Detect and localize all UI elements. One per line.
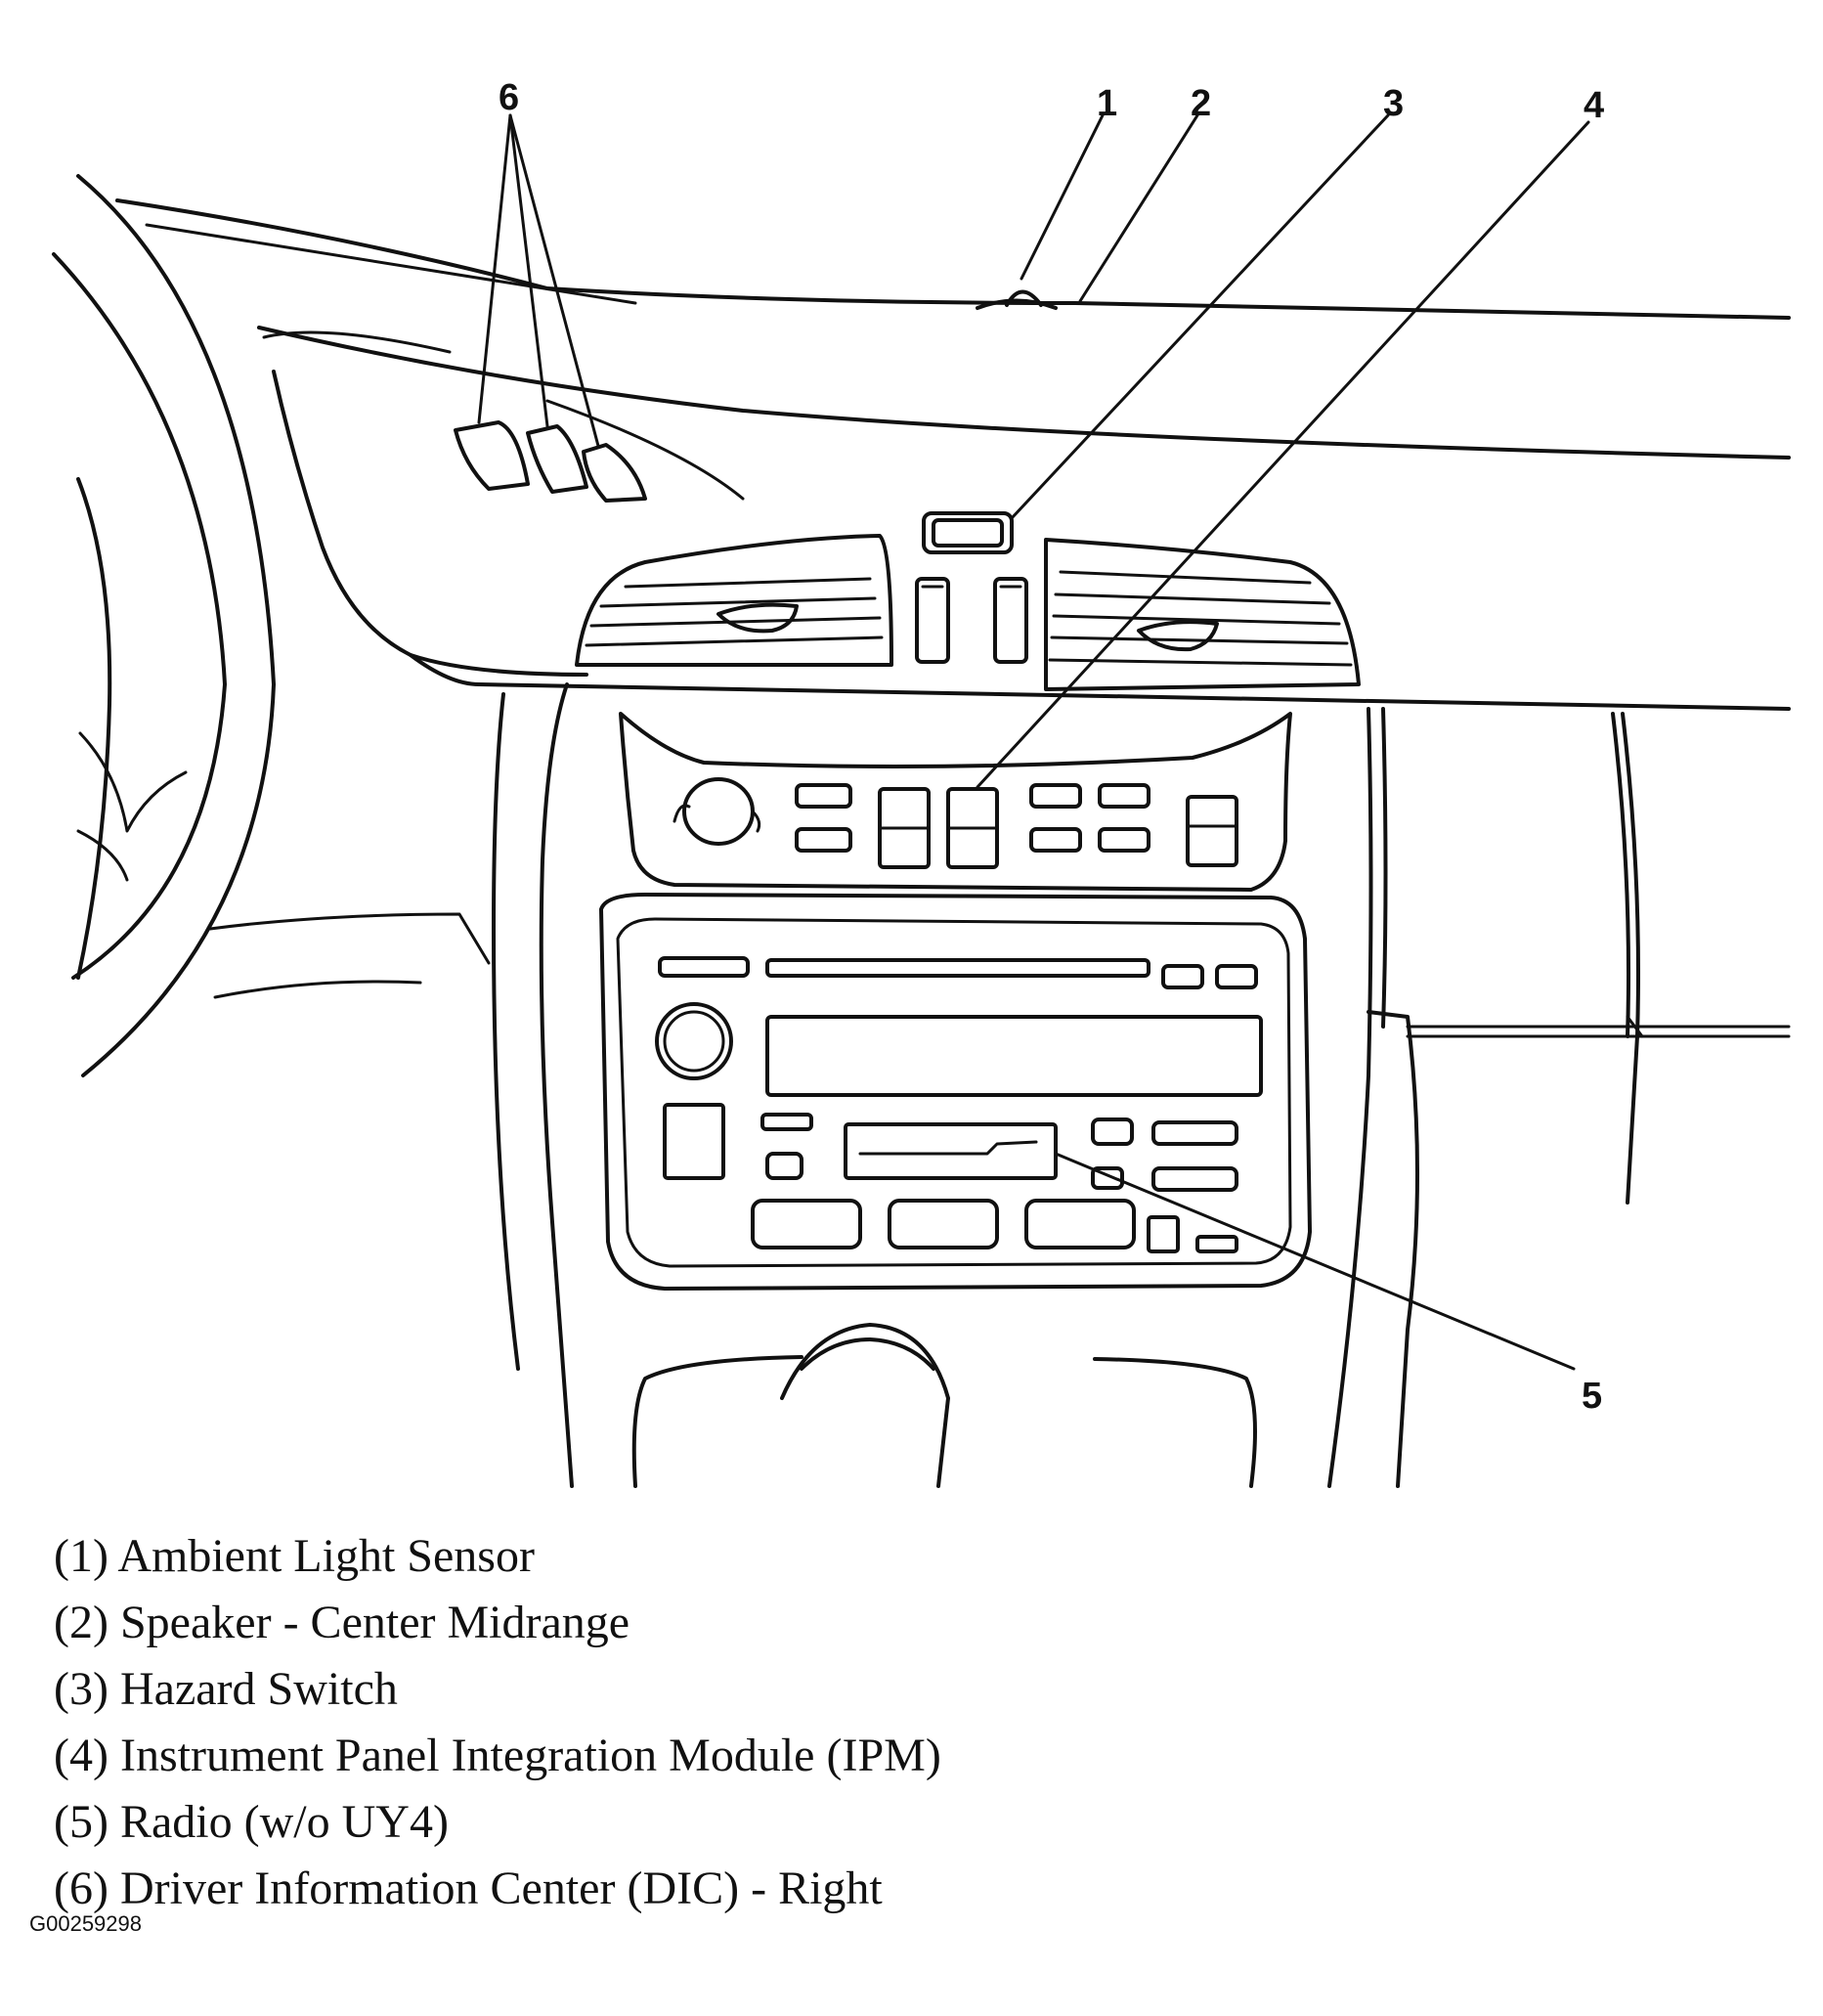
lower-console	[631, 1323, 1257, 1488]
dic-buttons	[454, 420, 647, 503]
component-legend: (1) Ambient Light Sensor (2) Speaker - C…	[54, 1523, 941, 1922]
right-air-vent	[1044, 538, 1361, 691]
climate-control-panel	[619, 712, 1292, 892]
radio	[599, 893, 1312, 1291]
callout-6: 6	[499, 77, 519, 118]
callout-1: 1	[1097, 83, 1117, 124]
legend-item: (2) Speaker - Center Midrange	[54, 1597, 630, 1648]
legend-item: (3) Hazard Switch	[54, 1663, 398, 1715]
callout-5: 5	[1582, 1376, 1602, 1417]
center-switches	[915, 577, 1028, 664]
hazard-switch	[922, 511, 1014, 554]
left-air-vent	[575, 534, 893, 667]
legend-item: (6) Driver Information Center (DIC) - Ri…	[54, 1863, 883, 1914]
callout-2: 2	[1191, 83, 1211, 124]
legend-item: (1) Ambient Light Sensor	[54, 1530, 535, 1582]
figure-id: G00259298	[29, 1911, 142, 1936]
dashboard-top	[115, 198, 1791, 999]
legend-item: (4) Instrument Panel Integration Module …	[54, 1730, 941, 1781]
callout-3: 3	[1383, 83, 1404, 124]
legend-item: (5) Radio (w/o UY4)	[54, 1796, 449, 1848]
callout-labels: 6 1 2 3 4 5	[499, 77, 1604, 1417]
dashboard-diagram: 6 1 2 3 4 5	[52, 77, 1791, 1488]
steering-wheel	[52, 174, 276, 1077]
callout-4: 4	[1584, 85, 1604, 126]
leader-lines	[477, 113, 1590, 1371]
